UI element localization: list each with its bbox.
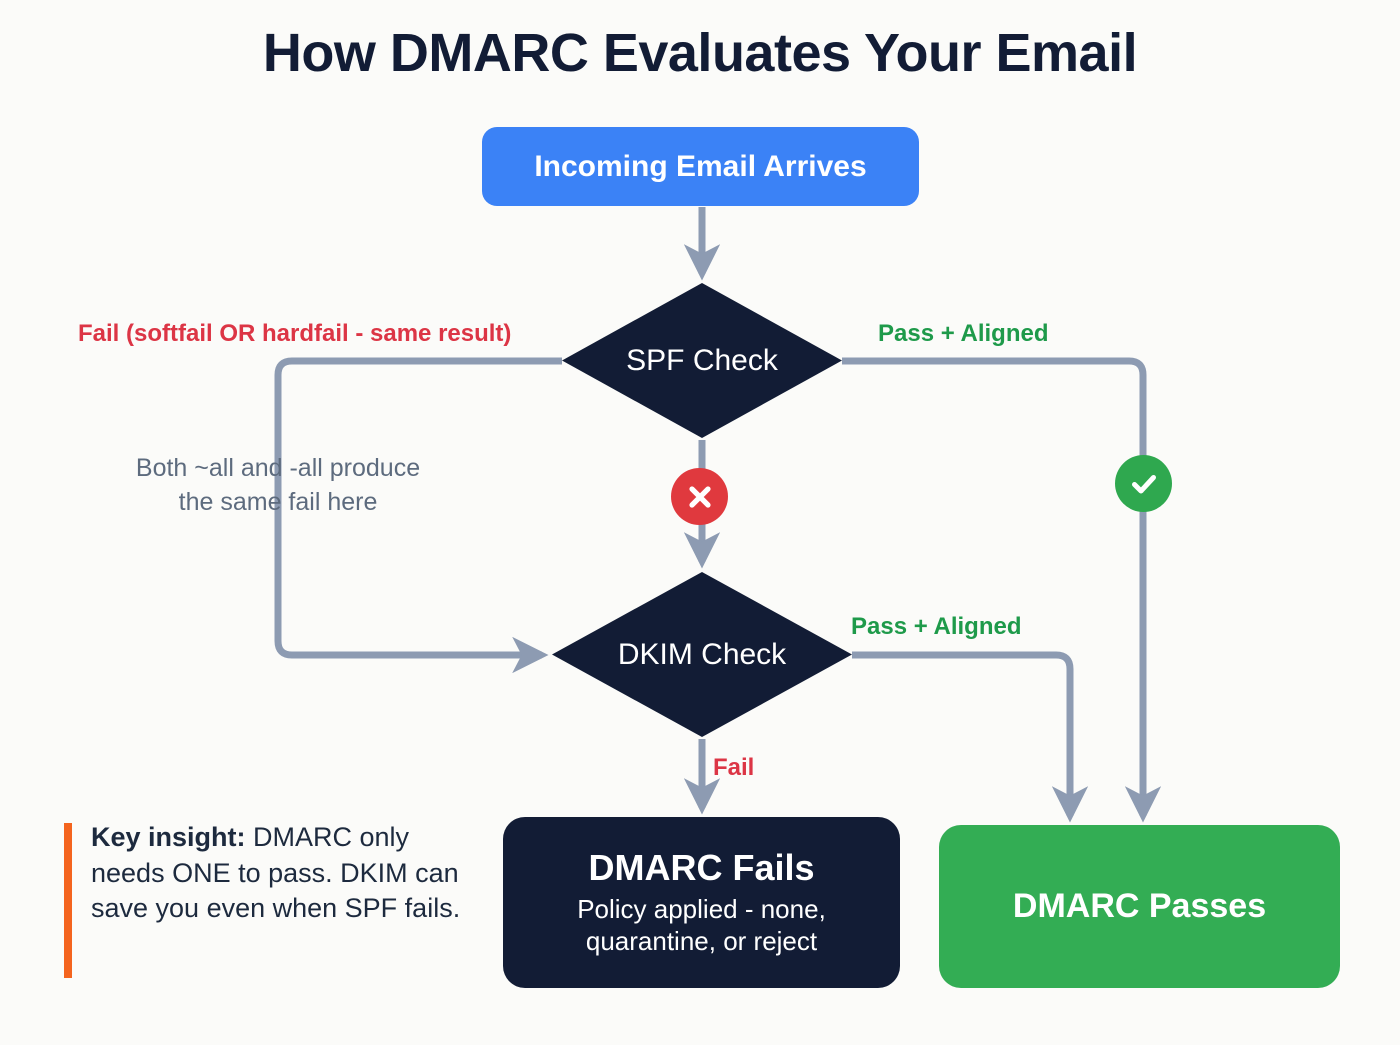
callout-accent-bar bbox=[64, 823, 72, 978]
node-dmarc-fails-subtitle-line1: Policy applied - none, bbox=[577, 893, 826, 924]
node-dkim-check[interactable]: DKIM Check bbox=[552, 572, 852, 737]
node-dmarc-fails[interactable]: DMARC Fails Policy applied - none, quara… bbox=[503, 817, 900, 988]
edge-label-spf-fail: Fail (softfail OR hardfail - same result… bbox=[78, 320, 512, 347]
connector-dkim-pass-to-passes bbox=[852, 651, 1089, 823]
edge-label-dkim-fail: Fail bbox=[713, 754, 755, 781]
node-dmarc-passes-label: DMARC Passes bbox=[1012, 887, 1267, 925]
spf-fail-annotation-line2: the same fail here bbox=[178, 487, 378, 516]
edge-label-dkim-pass: Pass + Aligned bbox=[851, 613, 1022, 640]
node-dmarc-fails-subtitle-line2: quarantine, or reject bbox=[585, 926, 818, 957]
callout-text: Key insight: DMARC only needs ONE to pas… bbox=[91, 820, 471, 927]
x-mark-icon bbox=[671, 468, 728, 525]
key-insight-callout: Key insight: DMARC only needs ONE to pas… bbox=[64, 820, 471, 978]
check-mark-glyph bbox=[1131, 474, 1156, 493]
x-mark-glyph bbox=[688, 485, 711, 508]
node-incoming-email-label: Incoming Email Arrives bbox=[534, 149, 867, 183]
check-mark-icon bbox=[1115, 455, 1172, 512]
node-spf-check[interactable]: SPF Check bbox=[562, 283, 842, 438]
connector-spf-pass-to-passes bbox=[842, 357, 1162, 823]
node-dkim-check-label: DKIM Check bbox=[617, 637, 787, 671]
node-dmarc-fails-title: DMARC Fails bbox=[588, 847, 815, 889]
edge-label-spf-pass: Pass + Aligned bbox=[878, 320, 1049, 347]
node-incoming-email[interactable]: Incoming Email Arrives bbox=[482, 127, 919, 206]
callout-lead: Key insight: bbox=[91, 822, 246, 852]
node-dmarc-passes[interactable]: DMARC Passes bbox=[939, 825, 1340, 988]
page-title: How DMARC Evaluates Your Email bbox=[262, 23, 1138, 83]
callout-body: DMARC only needs ONE to pass. DKIM can s… bbox=[91, 822, 461, 924]
node-spf-check-label: SPF Check bbox=[626, 343, 778, 377]
spf-fail-annotation: Both ~all and -all produce the same fail… bbox=[108, 452, 448, 520]
spf-fail-annotation-line1: Both ~all and -all produce bbox=[135, 454, 421, 482]
